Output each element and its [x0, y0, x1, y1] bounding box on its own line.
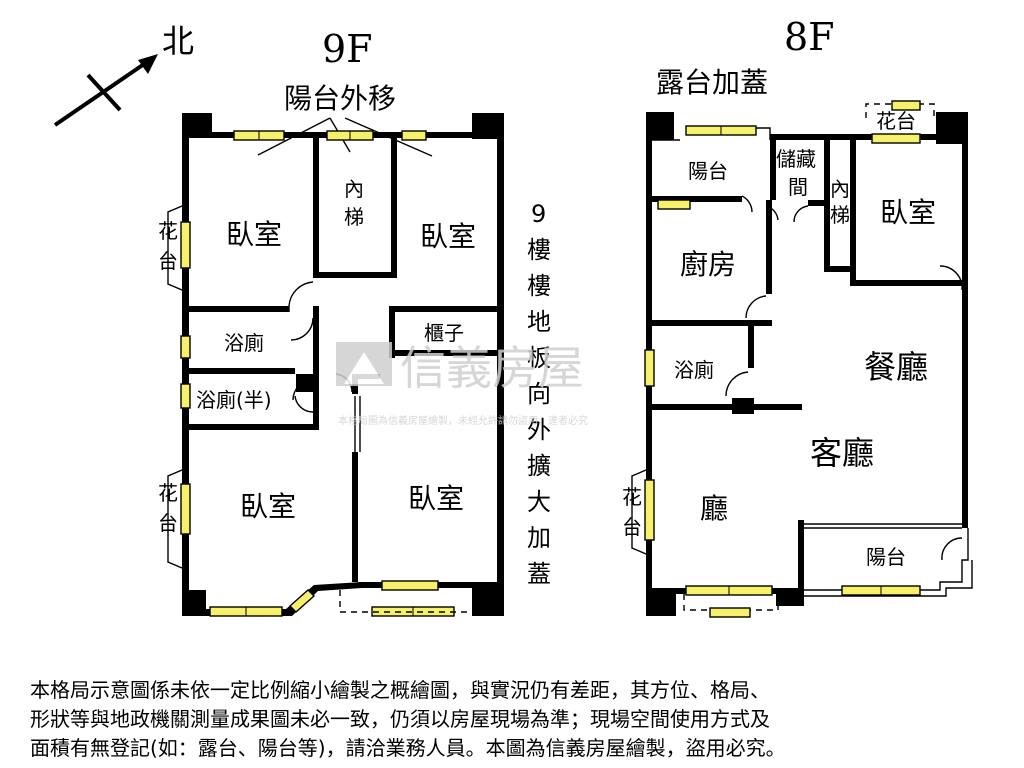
vertical-note-char: 外	[527, 416, 551, 444]
9f-planter-upper-label-b: 台	[158, 249, 178, 273]
disclaimer-line: 本格局示意圖係未依一定比例縮小繪製之概繪圖，與實況仍有差距，其方位、格局、	[30, 678, 770, 702]
vertical-note-char: 擴	[527, 452, 551, 480]
terrace-added-note: 露台加蓋	[656, 66, 768, 99]
vertical-note-char: 樓	[527, 272, 551, 300]
8f-planter-left-label-b: 台	[622, 515, 642, 539]
vertical-note-char: 板	[527, 344, 551, 372]
8f-planter-left-label-a: 花	[622, 485, 642, 509]
north-arrow-icon	[53, 54, 158, 127]
floor-9-vertical-note: 9 樓 樓 地 板 向 外 擴 大 加 蓋	[527, 200, 551, 588]
8f-balcony-top-label: 陽台	[688, 159, 728, 183]
watermark-notice: 本格局圖為信義房屋繪製，未經允許請勿盜用，違者必究	[338, 414, 588, 427]
9f-bedroom-top-left-label: 臥室	[226, 218, 282, 251]
8f-inner-stair-label-b: 梯	[830, 203, 850, 227]
vertical-note-char: 大	[527, 488, 551, 516]
8f-planter-top-label: 花台	[876, 109, 916, 133]
9f-half-bath-label: 浴廁(半)	[196, 388, 272, 412]
8f-inner-stair-label-a: 內	[830, 177, 850, 201]
disclaimer-text: 本格局示意圖係未依一定比例縮小繪製之概繪圖，與實況仍有差距，其方位、格局、 形狀…	[30, 676, 1010, 763]
9f-inner-stair-label-b: 梯	[344, 205, 364, 229]
8f-dining-label: 餐廳	[864, 348, 928, 386]
9f-bath-label: 浴廁	[224, 331, 264, 355]
8f-storage-label-a: 儲藏	[776, 147, 816, 171]
9f-bedroom-bottom-right-label: 臥室	[408, 482, 464, 515]
watermark-brand: 信義房屋	[400, 341, 584, 395]
floor-8-balcony-bottom-outline	[804, 523, 973, 597]
9f-cabinet-label: 櫃子	[424, 321, 464, 345]
9f-bedroom-top-right-label: 臥室	[420, 220, 476, 253]
8f-bath-label: 浴廁	[674, 358, 714, 382]
9f-planter-upper-label-a: 花	[158, 219, 178, 243]
floor-9-planters	[167, 205, 183, 569]
vertical-note-char: 9	[531, 200, 546, 228]
8f-hall-label: 廳	[700, 492, 728, 525]
8f-bedroom-label: 臥室	[880, 196, 936, 229]
disclaimer-line: 形狀等與地政機關測量成果圖未必一致，仍須以房屋現場為準；現場空間使用方式及	[30, 707, 770, 731]
vertical-note-char: 蓋	[527, 560, 551, 588]
floor-9-windows	[180, 130, 455, 617]
watermark-logo-icon	[336, 342, 392, 386]
9f-bedroom-bottom-left-label: 臥室	[240, 490, 296, 523]
floor-8-title: 8F	[784, 15, 835, 59]
8f-balcony-bottom-label: 陽台	[866, 545, 906, 569]
north-label: 北	[162, 22, 194, 60]
8f-storage-label-b: 間	[788, 175, 808, 199]
floor-9-title: 9F	[322, 27, 373, 71]
floor-plan-canvas: 北 9F 陽台外移	[53, 15, 973, 618]
8f-kitchen-label: 廚房	[680, 248, 736, 281]
vertical-note-char: 樓	[527, 236, 551, 264]
floor-8-windows	[644, 100, 921, 618]
9f-planter-lower-label-b: 台	[158, 511, 178, 535]
floor-9-extension-outline	[339, 590, 472, 613]
vertical-note-char: 加	[527, 524, 551, 552]
vertical-note-char: 向	[527, 380, 551, 408]
vertical-note-char: 地	[527, 308, 551, 336]
floor-8-doors	[651, 127, 963, 561]
watermark: 信義房屋 本格局圖為信義房屋繪製，未經允許請勿盜用，違者必究	[336, 341, 588, 427]
balcony-moved-note: 陽台外移	[284, 82, 396, 115]
9f-inner-stair-label-a: 內	[344, 177, 364, 201]
8f-living-label: 客廳	[810, 434, 874, 472]
9f-planter-lower-label-a: 花	[158, 481, 178, 505]
disclaimer-line: 面積有無登記(如：露台、陽台等)，請洽業務人員。本圖為信義房屋繪製，盜用必究。	[30, 736, 786, 760]
